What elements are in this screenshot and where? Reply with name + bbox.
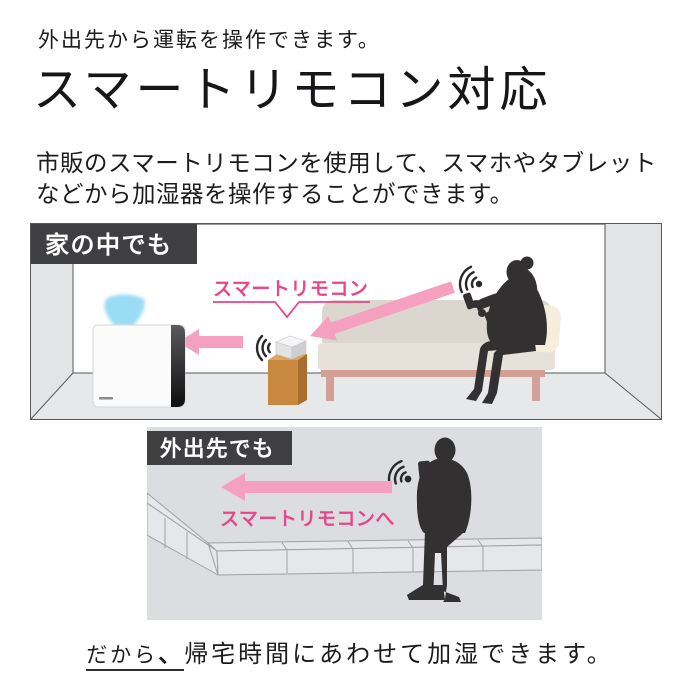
arrow-left-icon (221, 473, 392, 501)
intro-text: 外出先から運転を操作できます。 (38, 29, 381, 52)
footer-body: 帰宅時間にあわせて加湿できます。 (184, 641, 614, 668)
left-wall (31, 224, 73, 419)
man-silhouette (407, 437, 472, 602)
page-title: スマートリモコン対応 (33, 64, 552, 117)
smart-remote-label: スマートリモコン (213, 279, 368, 300)
arrow-diagonal-icon (310, 281, 455, 341)
description-line-1: 市販のスマートリモコンを使用して、スマホやタブレット (36, 150, 657, 176)
side-table-illustration (268, 354, 307, 405)
footer-comma: 、 (158, 641, 185, 667)
indoor-badge-label: 家の中でも (45, 231, 173, 259)
footer-emphasis: だから、 (86, 641, 185, 671)
wifi-signal-icon (255, 334, 271, 362)
arrow-left-icon (178, 329, 243, 355)
mist-icon (104, 294, 145, 326)
outdoor-scene-illustration: スマートリモコンへ 外出先でも (147, 427, 542, 620)
footer-emphasis-word: だから (86, 644, 159, 667)
indoor-scene-illustration: 家の中でも スマートリモコン (30, 223, 662, 420)
right-wall (605, 224, 661, 419)
woman-silhouette (463, 256, 547, 404)
outdoor-badge-label: 外出先でも (160, 436, 275, 461)
to-smart-remote-label: スマートリモコンへ (220, 509, 395, 530)
floor (31, 373, 661, 419)
footer-text: だから、帰宅時間にあわせて加湿できます。 (0, 634, 700, 671)
callout-underline-pointer (213, 301, 370, 319)
humidifier-illustration (92, 294, 186, 408)
outdoor-badge (147, 431, 292, 465)
description: 市販のスマートリモコンを使用して、スマホやタブレット などから加湿器を操作するこ… (36, 148, 657, 210)
smart-remote-device (275, 335, 307, 360)
description-line-2: などから加湿器を操作することができます。 (36, 181, 514, 207)
indoor-badge (31, 224, 197, 264)
wifi-signal-icon (458, 265, 483, 294)
